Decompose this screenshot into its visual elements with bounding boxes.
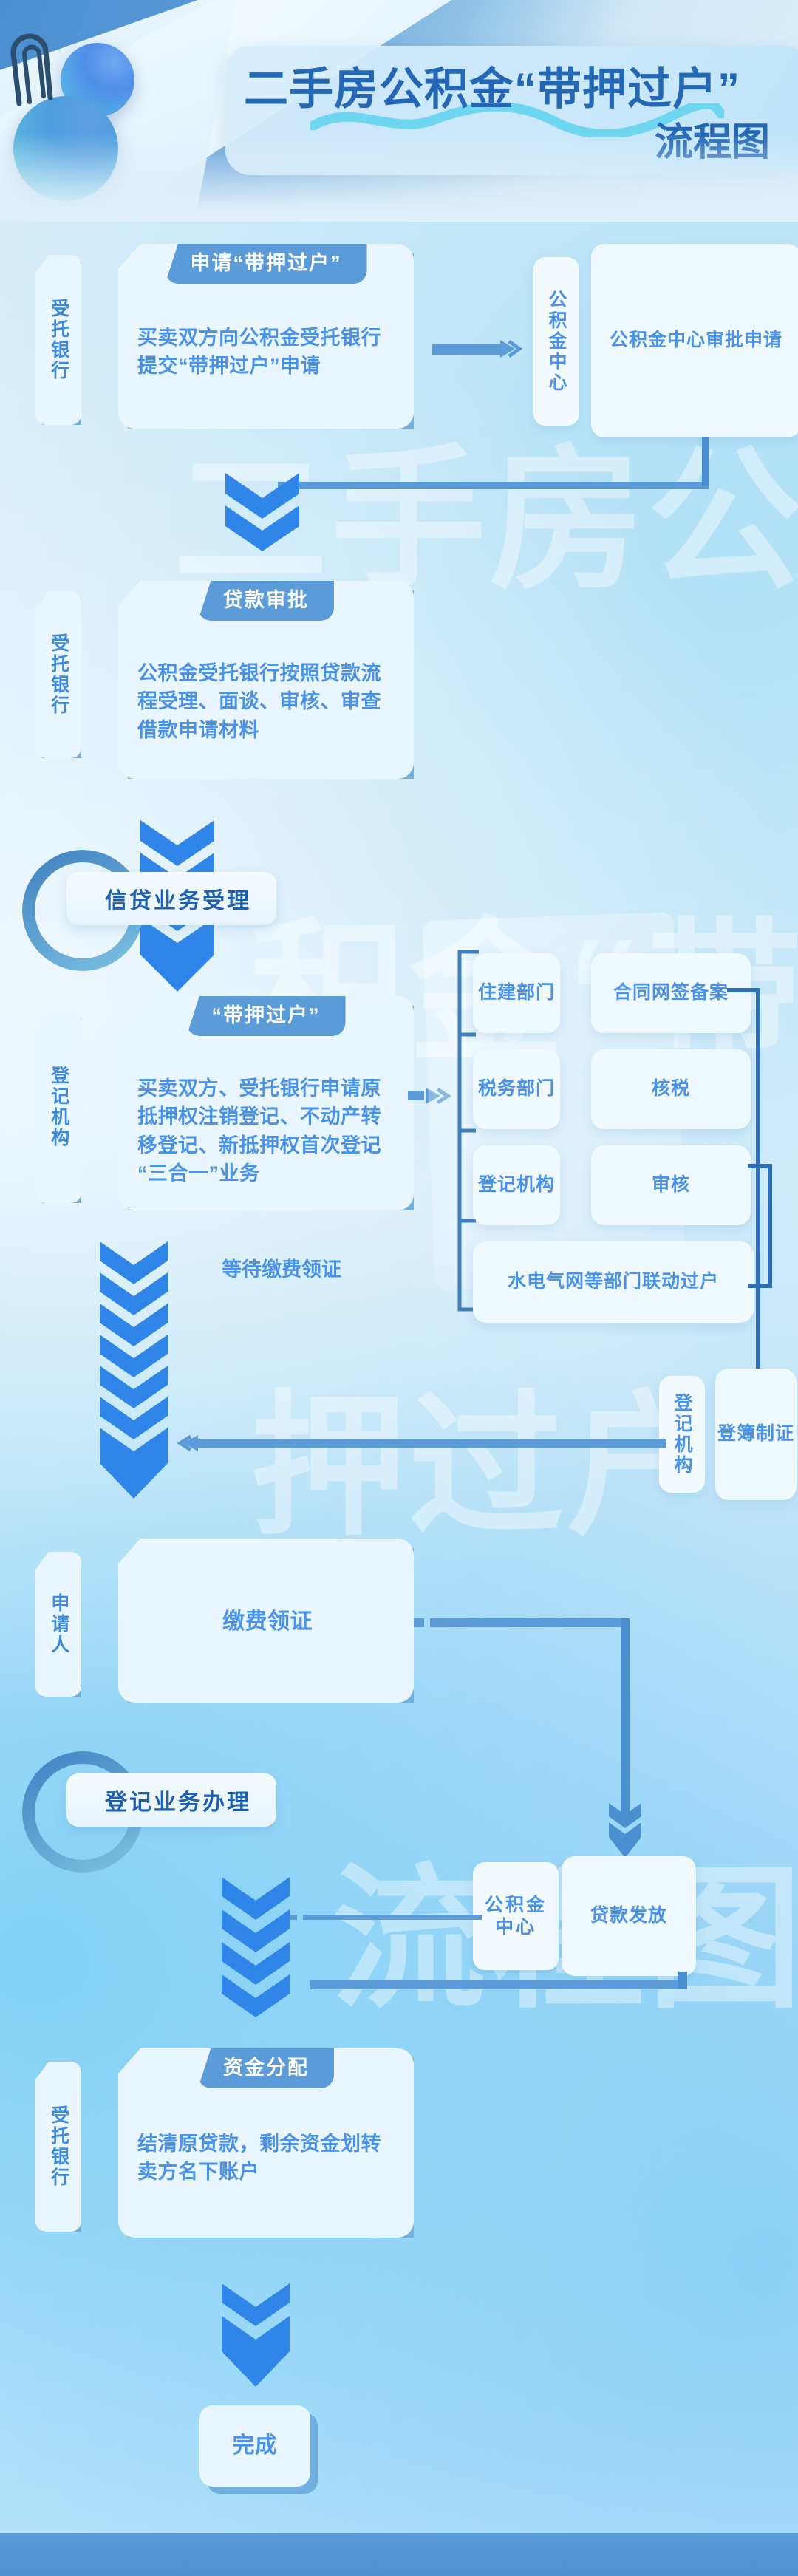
- step-title-loan-approval: 贷款审批: [198, 581, 334, 621]
- actor-label-entrusted-bank-1: 受托银行: [35, 255, 81, 425]
- stage-label-registration: 登记业务办理: [66, 1773, 276, 1827]
- actor-label-entrusted-bank-3: 受托银行: [35, 2062, 81, 2232]
- step-title-transfer-with-mortgage: “带押过户”: [186, 996, 346, 1036]
- chevron-down-group-1: [225, 473, 299, 551]
- page-title-line1: 二手房公积金“带押过户”: [244, 64, 740, 114]
- side-actor-fund-center-1: 公积金中心: [533, 257, 579, 426]
- chevron-down-group-3: [100, 1241, 168, 1499]
- step-card-apply: 申请“带押过户” 买卖双方向公积金受托银行提交“带押过户”申请: [118, 244, 414, 429]
- chevron-down-group-5: [222, 2283, 290, 2387]
- arrow-left-to-payment: [177, 1434, 666, 1452]
- final-node-label: 完成: [232, 2433, 278, 2458]
- step-body-fund-allocation: 结清原贷款，剩余资金划转卖方名下账户: [137, 2133, 381, 2184]
- stage-marker-registration: 登记业务办理: [22, 1751, 276, 1873]
- step-body-loan-approval: 公积金受托银行按照贷款流程受理、面谈、审核、审查借款申请材料: [137, 662, 381, 741]
- connector-to-fund-allocation: [310, 1980, 687, 1989]
- connector-payment-down: [621, 1618, 630, 1825]
- side-node-register-book: 登簿制证: [715, 1369, 797, 1500]
- connector-dash-2: [414, 1618, 424, 1627]
- actor-label-registry-1: 登记机构: [35, 1011, 81, 1203]
- department-task-0: 合同网签备案: [591, 953, 751, 1033]
- step-body-apply: 买卖双方向公积金受托银行提交“带押过户”申请: [137, 327, 381, 378]
- final-node-card: 完成: [200, 2405, 310, 2487]
- step-card-transfer-with-mortgage: “带押过户” 买卖双方、受托银行申请原抵押权注销登记、不动产转移登记、新抵押权首…: [118, 996, 414, 1210]
- side-actor-registry-2: 登记机构: [659, 1376, 705, 1493]
- step-body-transfer-with-mortgage: 买卖双方、受托银行申请原抵押权注销登记、不动产转移登记、新抵押权首次登记“三合一…: [137, 1077, 381, 1185]
- chevron-down-group-4: [222, 1877, 290, 2017]
- connector-loan-release-left: [290, 1915, 482, 1920]
- step-card-fund-allocation: 资金分配 结清原贷款，剩余资金划转卖方名下账户: [118, 2048, 414, 2238]
- step-card-loan-approval: 贷款审批 公积金受托银行按照贷款流程受理、面谈、审核、审查借款申请材料: [118, 581, 414, 779]
- connector-approval-return-horizontal: [296, 482, 709, 489]
- step-title-apply: 申请“带押过户”: [165, 244, 367, 284]
- side-node-fund-center-approval: 公积金中心审批申请: [591, 244, 798, 437]
- header-fade: [0, 133, 798, 222]
- arrow-right-to-departments: [408, 1087, 451, 1105]
- connector-approval-return-vertical: [702, 437, 709, 486]
- actor-label-entrusted-bank-2: 受托银行: [35, 591, 81, 758]
- arrow-down-to-loan-release: [609, 1803, 641, 1858]
- connector-to-fund-allocation-vertical: [678, 1972, 687, 1989]
- stage-label-credit: 信贷业务受理: [66, 872, 276, 925]
- department-task-2: 审核: [591, 1145, 751, 1225]
- side-node-loan-release: 贷款发放: [562, 1856, 696, 1976]
- return-bracket-right: [727, 988, 772, 1377]
- header: 二手房公积金“带押过户” 流程图: [0, 0, 798, 222]
- department-name-2: 登记机构: [473, 1145, 560, 1225]
- stage-marker-credit: 信贷业务受理: [22, 850, 276, 971]
- department-name-1: 税务部门: [473, 1049, 560, 1129]
- footer-band: [0, 2533, 798, 2576]
- department-joint-transfer: 水电气网等部门联动过户: [473, 1241, 754, 1323]
- step-card-payment-certificate: 缴费领证: [118, 1539, 414, 1703]
- wait-note-label: 等待缴费领证: [222, 1258, 341, 1281]
- department-name-0: 住建部门: [473, 953, 560, 1033]
- step-title-fund-allocation: 资金分配: [198, 2048, 334, 2088]
- connector-payment-right: [430, 1618, 630, 1627]
- actor-label-applicant: 申请人: [35, 1552, 81, 1697]
- department-bracket: [457, 950, 479, 1312]
- side-actor-fund-center-2: 公积金中心: [473, 1862, 559, 1970]
- step-body-payment-certificate: 缴费领证: [222, 1609, 313, 1634]
- paperclip-icon: [10, 33, 53, 106]
- arrow-right-to-fund-center: [432, 339, 523, 358]
- wave-underline-icon: [310, 103, 724, 137]
- department-task-1: 核税: [591, 1049, 751, 1129]
